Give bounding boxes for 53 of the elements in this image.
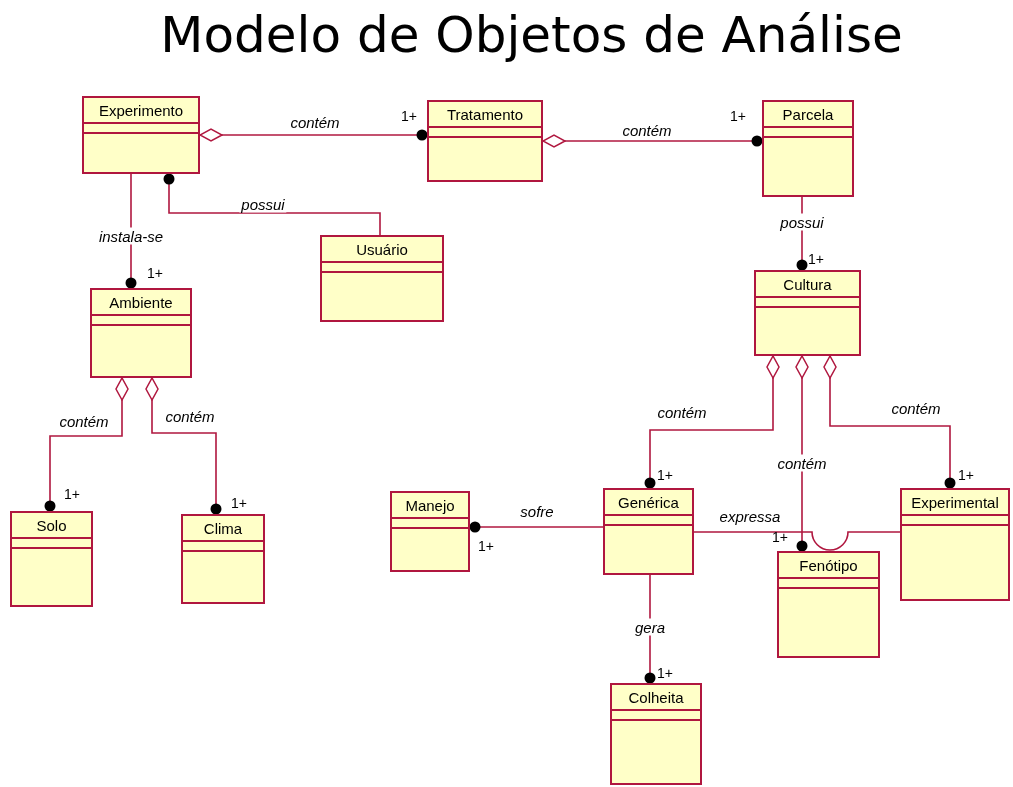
edge-label: gera (633, 618, 667, 636)
class-name: Experimental (911, 493, 999, 511)
association-line (469, 521, 604, 533)
class-name: Experimento (98, 101, 184, 119)
aggregation-line (644, 355, 780, 489)
multiplicity-label: 1+ (772, 529, 788, 545)
aggregation-line (44, 377, 129, 512)
multiplicity-label: 1+ (401, 108, 417, 124)
multiplicity-label: 1+ (64, 486, 80, 502)
class-box (181, 514, 265, 604)
class-box (10, 511, 93, 607)
class-name: Genérica (618, 493, 679, 511)
multiplicity-label: 1+ (958, 467, 974, 483)
association-line (693, 531, 901, 551)
edge-label: instala-se (96, 227, 166, 245)
class-box (82, 96, 200, 174)
class-box (427, 100, 543, 182)
class-name: Solo (36, 516, 67, 534)
aggregation-line (823, 355, 956, 489)
class-name: Parcela (782, 105, 834, 123)
class-box (603, 488, 694, 575)
class-name: Fenótipo (799, 556, 858, 574)
class-box (90, 288, 192, 378)
aggregation-line (795, 355, 809, 552)
multiplicity-label: 1+ (730, 108, 746, 124)
multiplicity-label: 1+ (657, 665, 673, 681)
multiplicity-label: 1+ (657, 467, 673, 483)
class-name: Cultura (783, 275, 832, 293)
class-name: Clima (203, 519, 243, 537)
class-name: Manejo (405, 496, 455, 514)
class-box (390, 491, 470, 572)
multiplicity-label: 1+ (231, 495, 247, 511)
class-box (610, 683, 702, 785)
class-name: Usuário (356, 240, 408, 258)
multiplicity-label: 1+ (478, 538, 494, 554)
class-box (900, 488, 1010, 601)
class-box (320, 235, 444, 322)
class-box (777, 551, 880, 658)
class-name: Ambiente (109, 293, 173, 311)
aggregation-line (199, 128, 428, 142)
diagram-title: Modelo de Objetos de Análise (159, 6, 903, 64)
association-line (163, 173, 381, 236)
edge-label: possui (778, 213, 826, 231)
class-name: Colheita (628, 688, 684, 706)
class-box (754, 270, 861, 356)
edge-label: contém (775, 454, 829, 472)
class-name: Tratamento (446, 105, 524, 123)
multiplicity-label: 1+ (147, 265, 163, 281)
aggregation-line (145, 377, 222, 515)
class-box (762, 100, 854, 197)
aggregation-line (542, 134, 763, 148)
association-line (125, 173, 137, 289)
multiplicity-label: 1+ (808, 251, 824, 267)
